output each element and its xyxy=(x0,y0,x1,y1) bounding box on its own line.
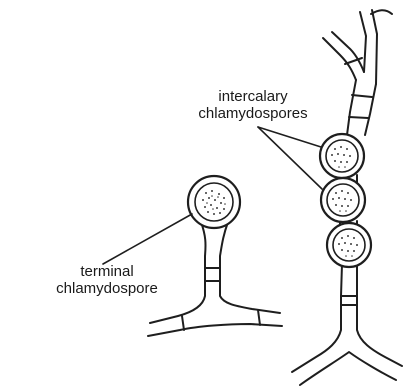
intercalary-chlamydospores-label: intercalary chlamydospores xyxy=(168,88,338,122)
main-stalk-right-upper xyxy=(365,84,376,135)
main-stalk-left-upper xyxy=(347,80,356,135)
terminal-septum-3 xyxy=(182,316,184,330)
intercalary-leader-line-2 xyxy=(258,127,322,189)
stalk-septum-2 xyxy=(352,95,372,97)
terminal-hypha-wall-right xyxy=(220,222,280,313)
stalk-septum-3 xyxy=(349,117,368,118)
terminal-chlamydospore xyxy=(188,176,240,228)
terminal-chlamydospore-label: terminal chlamydospore xyxy=(32,263,182,297)
terminal-leader-line xyxy=(103,214,192,264)
intercalary-chlamydospore-3 xyxy=(327,223,371,267)
main-stalk-right-lower xyxy=(357,264,402,366)
top-branch-right-b xyxy=(372,10,377,84)
main-stalk-left-lower xyxy=(292,264,342,372)
intercalary-chlamydospore-1 xyxy=(320,134,364,178)
terminal-label-line-2: chlamydospore xyxy=(32,280,182,297)
terminal-septum-4 xyxy=(258,310,260,325)
terminal-hypha-base-wall xyxy=(148,324,282,336)
terminal-label-line-1: terminal xyxy=(32,263,182,280)
top-branch-curl xyxy=(371,10,392,14)
intercalary-chlamydospore-2 xyxy=(321,178,365,222)
intercalary-label-line-2: chlamydospores xyxy=(168,105,338,122)
top-branch-left-outer xyxy=(323,38,356,80)
intercalary-label-line-1: intercalary xyxy=(168,88,338,105)
